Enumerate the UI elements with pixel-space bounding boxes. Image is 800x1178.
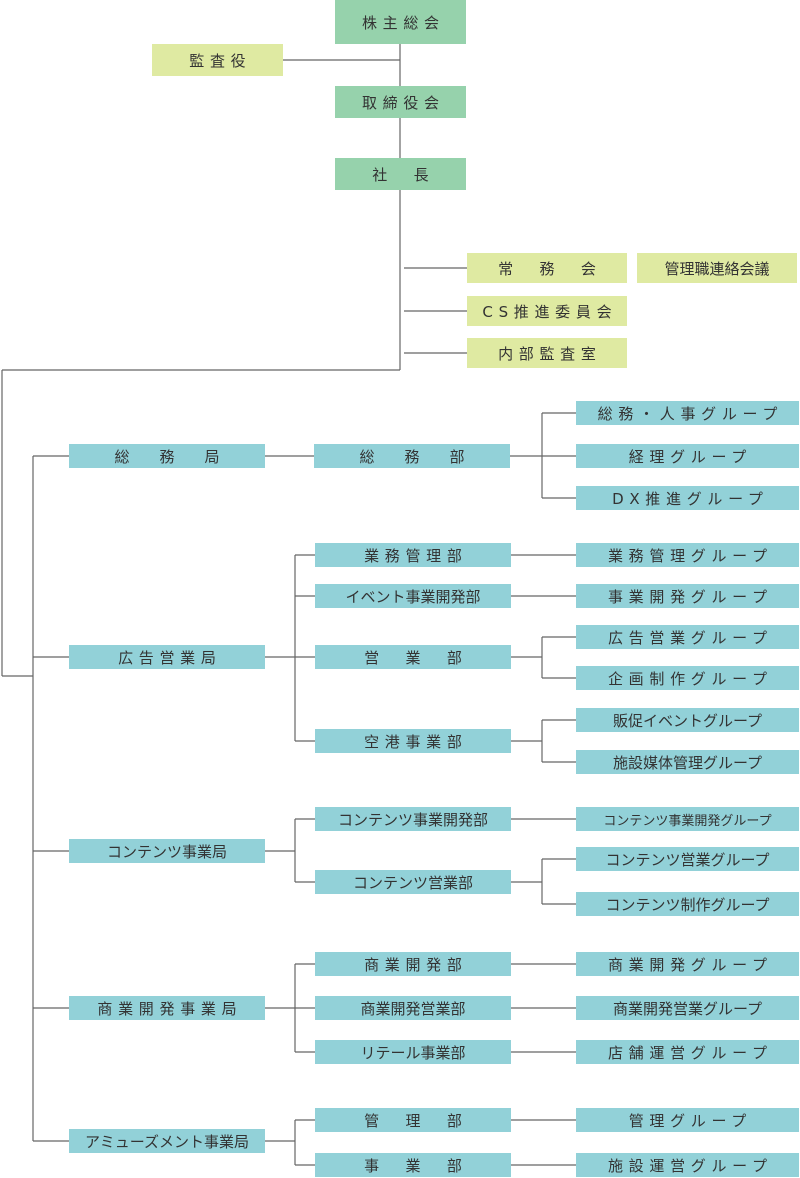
node-executive-committee: 常 務 会 [467,253,627,283]
node-commercial-sales-dept: 商業開発営業部 [315,996,511,1020]
node-advertising-bureau: 広告営業局 [69,645,265,669]
node-amusement-bureau: アミューズメント事業局 [69,1129,265,1153]
node-facility-ops-group: 施設運営グループ [576,1153,799,1177]
node-general-affairs-dept: 総 務 部 [314,444,510,468]
node-sales-dept: 営 業 部 [315,645,511,669]
node-content-sales-group: コンテンツ営業グループ [576,847,799,871]
node-accounting-group: 経理グループ [576,444,799,468]
node-management-council: 管理職連絡会議 [637,253,797,283]
node-content-sales-dept: コンテンツ営業部 [315,870,511,894]
node-facility-media-group: 施設媒体管理グループ [576,750,799,774]
node-content-bureau: コンテンツ事業局 [69,839,265,863]
node-commercial-dev-dept: 商業開発部 [315,952,511,976]
node-ad-sales-group: 広告営業グループ [576,625,799,649]
node-commercial-dev-group: 商業開発グループ [576,952,799,976]
node-biz-dev-group: 事業開発グループ [576,584,799,608]
node-admin-dept: 管 理 部 [315,1108,511,1132]
node-dx-group: DX推進グループ [576,486,799,510]
node-general-affairs-bureau: 総 務 局 [69,444,265,468]
node-operations-mgmt-dept: 業務管理部 [315,543,511,567]
node-airport-dept: 空港事業部 [315,729,511,753]
node-ga-hr-group: 総務・人事グループ [576,401,799,425]
node-cs-committee: CS推進委員会 [467,296,627,326]
node-store-ops-group: 店舗運営グループ [576,1040,799,1064]
node-shareholders: 株主総会 [335,0,466,44]
node-internal-audit: 内部監査室 [467,338,627,368]
node-promo-event-group: 販促イベントグループ [576,708,799,732]
node-commercial-bureau: 商業開発事業局 [69,996,265,1020]
node-planning-group: 企画制作グループ [576,666,799,690]
node-admin-group: 管理グループ [576,1108,799,1132]
node-business-dept: 事 業 部 [315,1153,511,1177]
node-event-dev-dept: イベント事業開発部 [315,584,511,608]
node-auditor: 監査役 [152,44,283,76]
node-president: 社 長 [335,158,466,190]
node-retail-dept: リテール事業部 [315,1040,511,1064]
node-content-dev-dept: コンテンツ事業開発部 [315,807,511,831]
node-board: 取締役会 [335,86,466,118]
node-content-dev-group: コンテンツ事業開発グループ [576,807,799,831]
node-commercial-sales-group: 商業開発営業グループ [576,996,799,1020]
node-operations-mgmt-group: 業務管理グループ [576,543,799,567]
node-content-prod-group: コンテンツ制作グループ [576,892,799,916]
